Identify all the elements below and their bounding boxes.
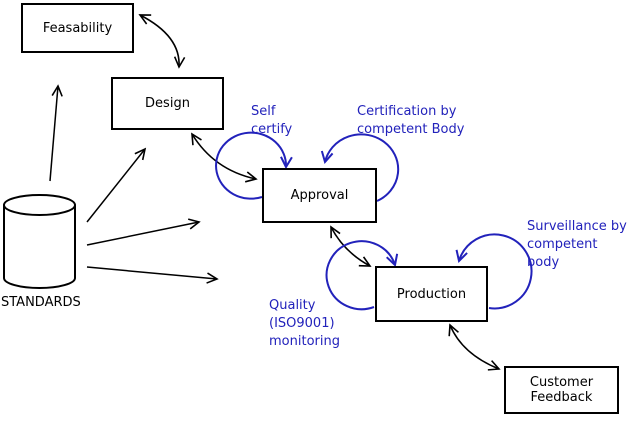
node-approval: Approval [262, 168, 377, 223]
loop-quality-monitoring [325, 240, 399, 311]
annotation-quality-monitoring: Quality (ISO9001) monitoring [269, 298, 340, 349]
standards-label: STANDARDS [1, 295, 81, 310]
arrow-standards-approval [86, 218, 201, 246]
loop-certification [320, 133, 400, 202]
node-customer-feedback: Customer Feedback [504, 366, 619, 414]
node-production: Production [375, 266, 488, 322]
arrow-standards-production [86, 266, 219, 284]
loop-self-certify [215, 131, 293, 200]
annotation-certification: Certification by competent Body [357, 104, 465, 137]
arrow-standards-design [86, 147, 147, 223]
arrow-standards-up [49, 84, 63, 182]
arrow-design-approval [191, 132, 258, 183]
annotation-surveillance: Surveillance by competent body [527, 219, 627, 270]
annotation-self-certify: Self certify [251, 104, 293, 137]
loop-surveillance [455, 233, 533, 310]
node-feasability: Feasability [21, 3, 134, 53]
arrow-approval-production [330, 225, 372, 267]
standards-cylinder-icon [3, 194, 76, 289]
arrow-production-feedback [448, 323, 501, 371]
arrow-feasability-design [138, 14, 186, 69]
node-design: Design [111, 77, 224, 130]
